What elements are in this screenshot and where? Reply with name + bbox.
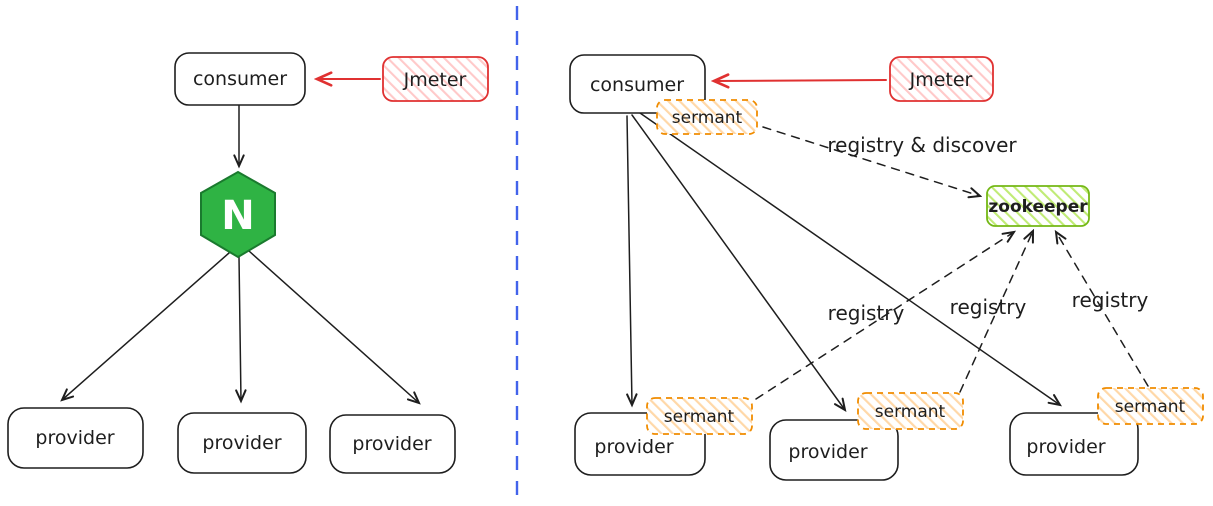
- left-arrow-nginx-to-provider3: [248, 250, 419, 403]
- left-provider1-box: [7, 407, 144, 469]
- left-jmeter-box: [382, 56, 489, 102]
- right-arrow-jmeter-to-consumer: [714, 80, 887, 81]
- left-provider3-box: [329, 414, 456, 474]
- left-arrow-nginx-to-provider2: [239, 256, 241, 401]
- right-provider3-sermant-box: [1097, 387, 1204, 425]
- registry-label-2: registry: [950, 295, 1027, 319]
- right-consumer-box: [569, 54, 706, 114]
- right-jmeter-box: [889, 56, 994, 102]
- registry-label-1: registry: [828, 301, 905, 325]
- zookeeper-box: [986, 185, 1090, 227]
- left-arrow-nginx-to-provider1: [62, 252, 230, 400]
- right-arrow-sermant1-to-zookeeper: [755, 232, 1014, 400]
- right-arrow-sermant3-to-zookeeper: [1056, 232, 1149, 387]
- right-provider2-sermant-box: [857, 392, 964, 430]
- nginx-hexagon: [200, 170, 276, 259]
- zookeeper-label: zookeeper: [988, 197, 1088, 217]
- right-provider2-sermant-label: sermant: [875, 402, 946, 422]
- right-provider1-sermant-box: [646, 397, 753, 435]
- left-consumer-label: consumer: [193, 68, 287, 90]
- right-provider3-sermant-label: sermant: [1115, 397, 1186, 417]
- right-arrow-consumer-to-provider2: [631, 114, 845, 410]
- left-provider2-box: [177, 412, 307, 474]
- right-provider3-label: provider: [1026, 436, 1105, 458]
- right-consumer-sermant-label: sermant: [672, 108, 743, 128]
- right-panel: registry & discover registry registry re…: [569, 54, 1204, 481]
- right-arrow-consumer-to-provider1: [627, 115, 632, 405]
- left-provider2-label: provider: [202, 432, 281, 454]
- right-provider3-box: [1009, 412, 1139, 476]
- left-jmeter-label: Jmeter: [403, 69, 467, 91]
- right-provider2-label: provider: [788, 441, 867, 463]
- left-panel: consumer Jmeter N provider provider prov…: [7, 52, 489, 474]
- right-consumer-sermant-box: [656, 99, 758, 135]
- right-arrow-sermant2-to-zookeeper: [959, 231, 1033, 393]
- left-consumer-box: [174, 52, 306, 106]
- right-jmeter-label: Jmeter: [909, 69, 973, 91]
- right-arrow-consumer-to-provider3: [639, 112, 1060, 405]
- nginx-letter: N: [221, 193, 254, 239]
- registry-discover-label: registry & discover: [827, 133, 1017, 157]
- right-consumer-label: consumer: [590, 74, 684, 96]
- right-provider1-sermant-label: sermant: [664, 407, 735, 427]
- right-provider2-box: [769, 419, 899, 481]
- left-provider1-label: provider: [35, 427, 114, 449]
- registry-label-3: registry: [1072, 288, 1149, 312]
- right-arrow-sermant-consumer-to-zookeeper: [762, 126, 980, 196]
- right-provider1-label: provider: [594, 436, 673, 458]
- left-provider3-label: provider: [352, 433, 431, 455]
- nginx-icon: N: [200, 170, 276, 259]
